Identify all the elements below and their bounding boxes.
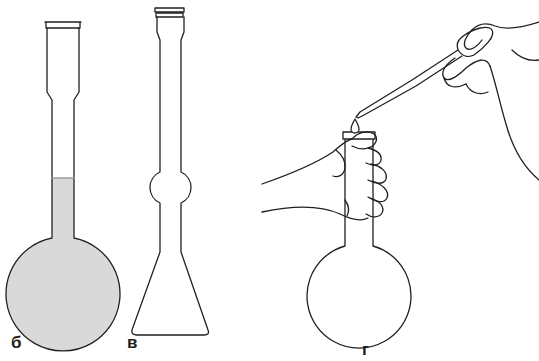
figure-letter: б (11, 334, 22, 351)
figure-letter: в (127, 334, 137, 351)
flask-with-pipette (262, 22, 539, 348)
bulb-flask (132, 8, 209, 335)
figure-letter: г (362, 341, 369, 358)
volumetric-flask (6, 22, 120, 351)
